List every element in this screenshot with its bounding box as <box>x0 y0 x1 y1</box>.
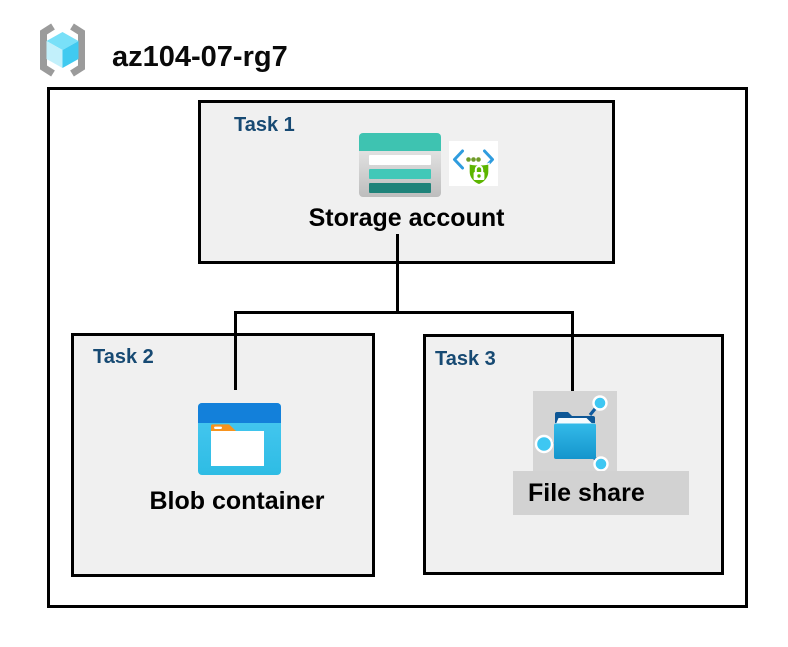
file-share-label: File share <box>528 479 645 507</box>
connector-branch <box>234 311 574 314</box>
task2-box: Task 2 Blob container <box>71 333 375 577</box>
storage-account-icon <box>359 133 441 197</box>
connector-storage-trunk <box>396 234 399 312</box>
task3-box: Task 3 File share <box>423 334 724 575</box>
resource-group-icon <box>40 23 85 77</box>
task3-label: Task 3 <box>435 348 496 370</box>
connector-to-file-share <box>571 311 574 391</box>
file-share-label-highlight: File share <box>513 471 689 515</box>
storage-account-label: Storage account <box>308 204 505 232</box>
blob-container-label: Blob container <box>149 487 325 515</box>
task1-label: Task 1 <box>234 114 295 136</box>
task2-label: Task 2 <box>93 346 154 368</box>
sas-shield-lock-icon <box>449 141 498 186</box>
connector-to-blob-container <box>234 311 237 390</box>
task1-box: Task 1 Storage account <box>198 100 615 264</box>
blob-container-icon <box>198 403 281 475</box>
file-share-icon <box>534 395 609 471</box>
file-share-icon-highlight <box>533 391 617 471</box>
resource-group-name: az104-07-rg7 <box>112 41 288 73</box>
